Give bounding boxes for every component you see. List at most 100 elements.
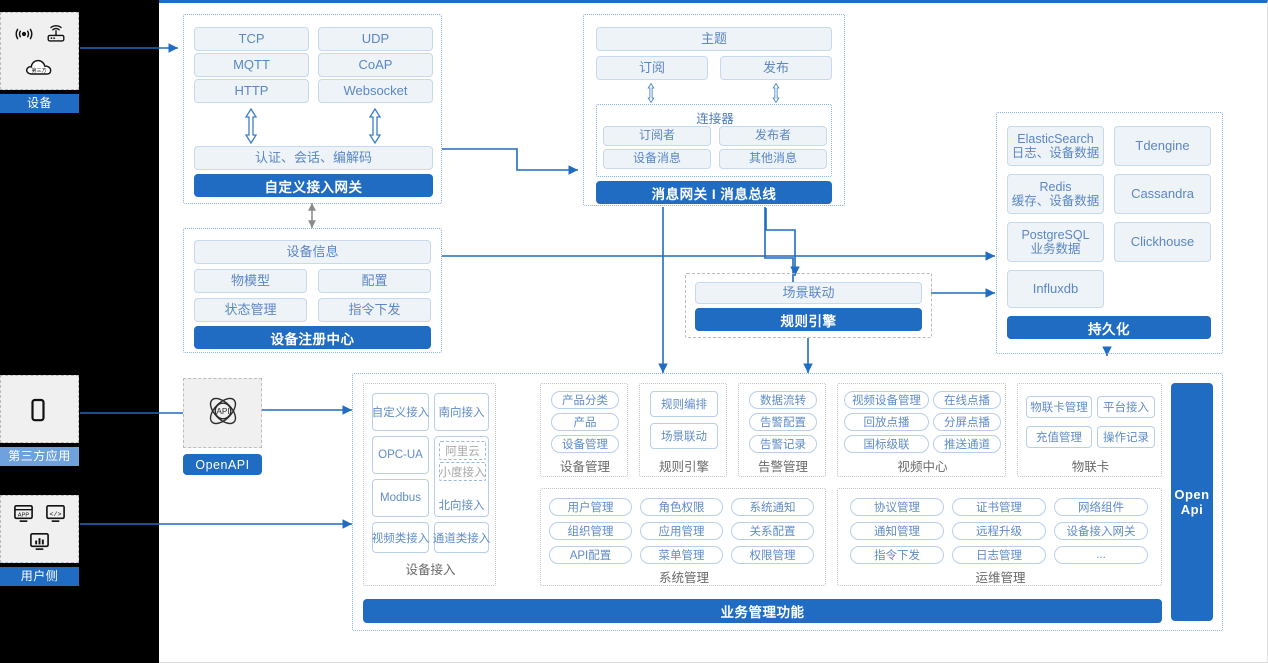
persistence-footer[interactable]: 持久化 — [1007, 316, 1211, 339]
store-clickhouse[interactable]: Clickhouse — [1114, 222, 1211, 262]
col-ops-management: 协议管理 证书管理 网络组件 通知管理 远程升级 设备接入网关 指令下发 日志管… — [837, 488, 1162, 586]
re-scene-linkage[interactable]: 场景联动 — [650, 423, 718, 449]
openapi-side-bar[interactable]: Open Api — [1171, 383, 1213, 621]
store-redis[interactable]: Redis 缓存、设备数据 — [1007, 174, 1104, 214]
sm-api-config[interactable]: API配置 — [549, 546, 632, 564]
chart-window-icon — [5, 531, 74, 555]
connector-publisher[interactable]: 发布者 — [719, 126, 827, 146]
store-redis-sub: 缓存、设备数据 — [1011, 194, 1100, 208]
store-postgresql[interactable]: PostgreSQL 业务数据 — [1007, 222, 1104, 262]
sm-relation-config[interactable]: 关系配置 — [731, 522, 814, 540]
om-command-dispatch[interactable]: 指令下发 — [850, 546, 944, 564]
openapi-icon-box: API — [183, 378, 262, 448]
protocol-mqtt[interactable]: MQTT — [194, 53, 309, 77]
access-opc-ua[interactable]: OPC-UA — [372, 436, 429, 474]
re-rule-orchestration[interactable]: 规则编排 — [650, 391, 718, 417]
actor-label-third-party-app: 第三方应用 — [0, 447, 79, 466]
col-caption-rule-engine: 规则引擎 — [658, 460, 709, 474]
store-elasticsearch-sub: 日志、设备数据 — [1011, 146, 1100, 160]
sm-system-notification[interactable]: 系统通知 — [731, 498, 814, 516]
protocol-websocket[interactable]: Websocket — [318, 79, 433, 103]
access-xiaodu[interactable]: 小度接入 — [439, 462, 486, 481]
thing-model-chip[interactable]: 物模型 — [194, 269, 307, 293]
sm-user-management[interactable]: 用户管理 — [549, 498, 632, 516]
connector-other-message[interactable]: 其他消息 — [719, 149, 827, 169]
openapi-label[interactable]: OpenAPI — [183, 454, 262, 475]
ic-operation-record[interactable]: 操作记录 — [1097, 426, 1155, 448]
access-video[interactable]: 视频类接入 — [372, 522, 429, 553]
topic-chip[interactable]: 主题 — [596, 27, 832, 51]
vc-gb-cascade[interactable]: 国标级联 — [844, 435, 929, 453]
vc-video-device-mgmt[interactable]: 视频设备管理 — [844, 391, 929, 409]
updown-arrow-left — [242, 107, 260, 149]
wifi-signal-icon — [11, 23, 37, 47]
store-cassandra[interactable]: Cassandra — [1114, 174, 1211, 214]
updown-arrow-right — [366, 107, 384, 149]
publish-chip[interactable]: 发布 — [720, 56, 832, 80]
om-device-access-gateway[interactable]: 设备接入网关 — [1054, 522, 1148, 540]
am-alarm-record[interactable]: 告警记录 — [749, 435, 817, 453]
protocol-udp[interactable]: UDP — [318, 27, 433, 51]
dm-device-management[interactable]: 设备管理 — [551, 435, 619, 453]
sm-app-management[interactable]: 应用管理 — [640, 522, 723, 540]
store-elasticsearch[interactable]: ElasticSearch 日志、设备数据 — [1007, 126, 1104, 166]
om-remote-upgrade[interactable]: 远程升级 — [952, 522, 1046, 540]
config-chip[interactable]: 配置 — [318, 269, 431, 293]
om-network-component[interactable]: 网络组件 — [1054, 498, 1148, 516]
col-alarm-management: 数据流转 告警配置 告警记录 告警管理 — [738, 383, 826, 477]
business-footer-bar[interactable]: 业务管理功能 — [363, 599, 1162, 623]
device-info-chip[interactable]: 设备信息 — [194, 240, 431, 264]
access-custom[interactable]: 自定义接入 — [372, 393, 429, 431]
rule-engine-footer[interactable]: 规则引擎 — [695, 308, 922, 331]
vc-playback-vod[interactable]: 回放点播 — [844, 413, 929, 431]
dm-product-category[interactable]: 产品分类 — [551, 391, 619, 409]
connector-subscriber[interactable]: 订阅者 — [603, 126, 711, 146]
sm-menu-management[interactable]: 菜单管理 — [640, 546, 723, 564]
om-more[interactable]: ... — [1054, 546, 1148, 564]
sm-role-permission[interactable]: 角色权限 — [640, 498, 723, 516]
om-certificate-management[interactable]: 证书管理 — [952, 498, 1046, 516]
auth-session-codec[interactable]: 认证、会话、编解码 — [194, 146, 433, 170]
om-notification-management[interactable]: 通知管理 — [850, 522, 944, 540]
om-log-management[interactable]: 日志管理 — [952, 546, 1046, 564]
access-northbound-group[interactable]: 阿里云 小度接入 北向接入 — [434, 436, 489, 517]
state-management-chip[interactable]: 状态管理 — [194, 298, 307, 322]
ic-platform-access[interactable]: 平台接入 — [1097, 396, 1155, 418]
scene-linkage-chip[interactable]: 场景联动 — [695, 282, 922, 304]
protocol-tcp[interactable]: TCP — [194, 27, 309, 51]
connector-device-message[interactable]: 设备消息 — [603, 149, 711, 169]
dm-product[interactable]: 产品 — [551, 413, 619, 431]
om-protocol-management[interactable]: 协议管理 — [850, 498, 944, 516]
protocol-http[interactable]: HTTP — [194, 79, 309, 103]
sm-org-management[interactable]: 组织管理 — [549, 522, 632, 540]
col-caption-ops-management: 运维管理 — [975, 571, 1026, 585]
vc-push-channel[interactable]: 推送通道 — [933, 435, 1001, 453]
device-registry-footer[interactable]: 设备注册中心 — [194, 326, 431, 349]
access-aliyun[interactable]: 阿里云 — [439, 441, 486, 460]
access-gateway-footer[interactable]: 自定义接入网关 — [194, 174, 433, 197]
connector-title: 连接器 — [696, 112, 734, 126]
am-alarm-config[interactable]: 告警配置 — [749, 413, 817, 431]
store-tdengine[interactable]: Tdengine — [1114, 126, 1211, 166]
subscribe-chip[interactable]: 订阅 — [596, 56, 708, 80]
openapi-side-line1: Open — [1174, 487, 1210, 502]
message-bus-footer[interactable]: 消息网关 I 消息总线 — [596, 181, 832, 204]
device-access-group: 自定义接入 南向接入 OPC-UA Modbus 阿里云 小度接入 北向接入 视… — [363, 383, 496, 586]
access-channel[interactable]: 通道类接入 — [433, 522, 490, 553]
vc-split-screen-vod[interactable]: 分屏点播 — [933, 413, 1001, 431]
router-icon — [43, 23, 69, 47]
rule-engine-group: 场景联动 规则引擎 — [685, 273, 932, 338]
store-elasticsearch-title: ElasticSearch — [1017, 131, 1094, 146]
protocol-coap[interactable]: CoAP — [318, 53, 433, 77]
ic-card-management[interactable]: 物联卡管理 — [1026, 396, 1092, 418]
col-caption-iot-card: 物联卡 — [1071, 460, 1110, 474]
store-influxdb[interactable]: Influxdb — [1007, 270, 1104, 308]
ic-recharge-management[interactable]: 充值管理 — [1026, 426, 1092, 448]
vc-online-vod[interactable]: 在线点播 — [933, 391, 1001, 409]
device-access-caption: 设备接入 — [405, 563, 456, 577]
am-data-flow[interactable]: 数据流转 — [749, 391, 817, 409]
command-dispatch-chip[interactable]: 指令下发 — [318, 298, 431, 322]
sm-permission-management[interactable]: 权限管理 — [731, 546, 814, 564]
access-modbus[interactable]: Modbus — [372, 479, 429, 517]
access-southbound[interactable]: 南向接入 — [434, 393, 489, 431]
